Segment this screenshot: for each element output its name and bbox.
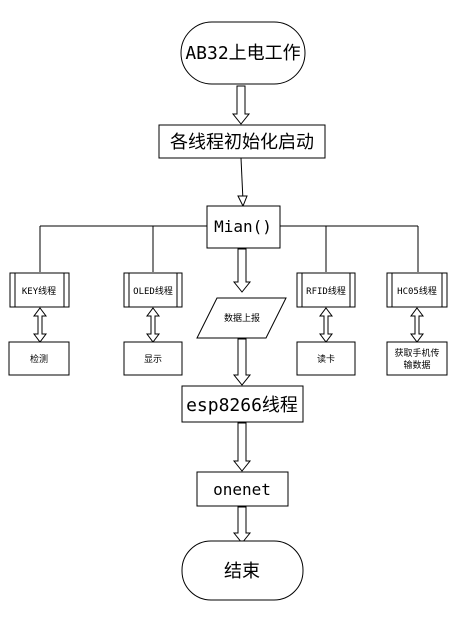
arrow-key-detect: [33, 307, 47, 343]
thread-rfid-label: RFID线程: [306, 285, 346, 297]
arrow-hc05-phone: [410, 307, 424, 343]
action-display-box: [123, 341, 183, 376]
arrow-oled-display: [146, 307, 160, 343]
end-label: 结束: [224, 561, 260, 582]
init-label: 各线程初始化启动: [170, 132, 314, 153]
action-phone-label-line1: 获取手机传: [394, 347, 439, 359]
arrow-rfid-readcard: [319, 307, 333, 343]
action-phone-box: [386, 341, 448, 376]
esp-process-box: [181, 385, 304, 423]
start-terminal: [180, 21, 306, 85]
thread-hc05-label: HC05线程: [397, 285, 437, 297]
main-label: Mian(): [214, 217, 272, 236]
start-label: AB32上电工作: [185, 43, 300, 64]
report-io-shape: [196, 297, 287, 339]
thread-oled: OLED线程: [123, 272, 183, 308]
arrow-main-to-report: [232, 248, 252, 293]
action-readcard-label: 读卡: [317, 353, 335, 365]
thread-hc05-box: [386, 272, 448, 308]
arrow-onenet-to-end: [232, 506, 252, 544]
thread-oled-label: OLED线程: [133, 285, 173, 297]
hollow-arrows: [231, 85, 252, 544]
main-process-box: [206, 205, 281, 249]
thread-key-box: [9, 272, 70, 308]
thread-rfid: RFID线程: [296, 272, 356, 308]
thread-key: KEY线程: [9, 272, 70, 308]
init-to-main-arrowhead: [237, 195, 248, 208]
thread-key-label: KEY线程: [22, 285, 56, 297]
action-detect-box: [8, 341, 70, 376]
onenet-process-box: [196, 471, 289, 507]
arrow-esp-to-onenet: [232, 422, 252, 472]
thread-rfid-box: [296, 272, 356, 308]
init-to-main-line: [240, 157, 244, 202]
esp-label: esp8266线程: [186, 395, 298, 416]
init-process-box: [158, 124, 326, 159]
onenet-label: onenet: [213, 480, 271, 499]
arrow-report-to-esp: [232, 338, 252, 386]
action-phone-label-line2: 输数据: [403, 359, 430, 371]
action-display-label: 显示: [144, 354, 162, 365]
end-terminal: [181, 540, 304, 601]
thread-hc05: HC05线程: [386, 272, 448, 308]
action-readcard-box: [296, 341, 356, 376]
arrow-start-to-init: [231, 85, 251, 125]
action-detect-label: 检测: [30, 353, 48, 365]
report-label: 数据上报: [224, 312, 260, 324]
thread-oled-box: [123, 272, 183, 308]
